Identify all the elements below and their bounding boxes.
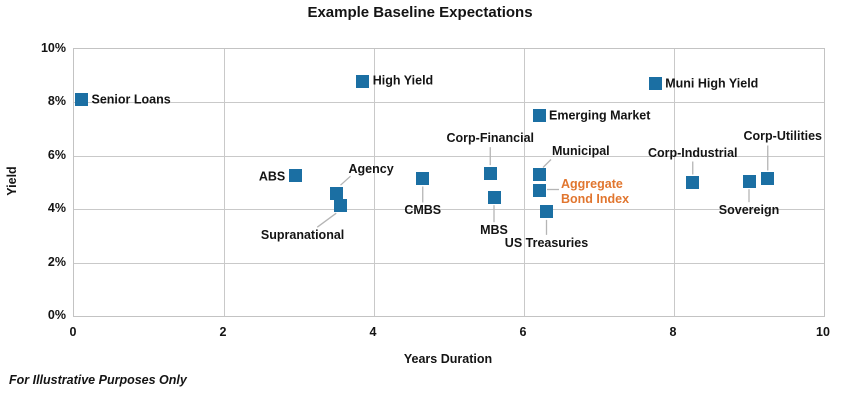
y-tick-label: 8%: [47, 94, 66, 109]
x-tick-label: 2: [219, 325, 227, 339]
point-marker-emerging-market: [532, 109, 546, 123]
x-tick-label: 8: [669, 325, 677, 339]
y-axis-title: Yield: [5, 166, 19, 196]
point-label-sovereign: Sovereign: [718, 203, 780, 218]
y-tick-label: 4%: [47, 201, 66, 216]
point-marker-supranational: [333, 198, 347, 212]
x-tick-label: 4: [369, 325, 377, 339]
chart-title: Example Baseline Expectations: [307, 4, 533, 21]
point-marker-sovereign: [742, 174, 756, 188]
y-tick-label: 0%: [47, 308, 66, 322]
point-label-us-treasuries: US Treasuries: [504, 235, 589, 250]
point-label-cmbs: CMBS: [404, 203, 442, 218]
x-tick-label: 10: [816, 325, 830, 339]
point-label-mbs: MBS: [480, 223, 508, 238]
point-label-corp-financial: Corp-Financial: [446, 130, 535, 145]
point-marker-corp-utilities: [761, 171, 775, 185]
gridline-vertical: [224, 49, 225, 316]
gridline-vertical: [524, 49, 525, 316]
x-axis-title: Years Duration: [403, 352, 493, 366]
y-tick-label: 2%: [47, 254, 66, 269]
leader-lines: [316, 145, 769, 235]
point-marker-corp-industrial: [686, 176, 700, 189]
point-marker-abs: [288, 169, 302, 183]
point-marker-corp-financial: [483, 166, 497, 180]
point-label-supranational: Supranational: [260, 228, 345, 243]
point-label-corp-utilities: Corp-Utilities: [743, 129, 822, 144]
point-label-high-yield: High Yield: [372, 73, 434, 88]
point-marker-municipal: [532, 167, 546, 181]
gridline-horizontal: [74, 262, 824, 264]
gridline-horizontal: [74, 102, 824, 104]
y-tick-label: 6%: [47, 147, 66, 162]
x-tick-label: 6: [519, 325, 527, 339]
point-marker-muni-high-yield: [648, 77, 662, 91]
point-label-municipal: Municipal: [552, 144, 610, 159]
point-label-senior-loans: Senior Loans: [91, 92, 171, 107]
y-tick-label: 10%: [40, 41, 66, 55]
point-marker-cmbs: [416, 171, 430, 185]
point-marker-aggregate-bond-index: [532, 184, 546, 197]
point-marker-us-treasuries: [540, 205, 553, 219]
point-label-emerging-market: Emerging Market: [549, 108, 651, 123]
point-label-corp-industrial: Corp-Industrial: [647, 145, 738, 160]
point-marker-senior-loans: [75, 93, 88, 107]
point-marker-high-yield: [356, 74, 370, 88]
gridline-vertical: [374, 49, 375, 316]
gridline-horizontal: [74, 155, 824, 157]
footnote: For Illustrative Purposes Only: [9, 373, 187, 387]
point-label-agency: Agency: [348, 161, 394, 176]
point-label-abs: ABS: [258, 169, 286, 184]
x-tick-label: 0: [69, 325, 77, 339]
gridline-horizontal: [74, 209, 824, 211]
point-marker-agency: [330, 186, 343, 200]
point-marker-mbs: [487, 190, 501, 204]
point-label-muni-high-yield: Muni High Yield: [665, 76, 759, 91]
gridline-vertical: [674, 49, 675, 316]
